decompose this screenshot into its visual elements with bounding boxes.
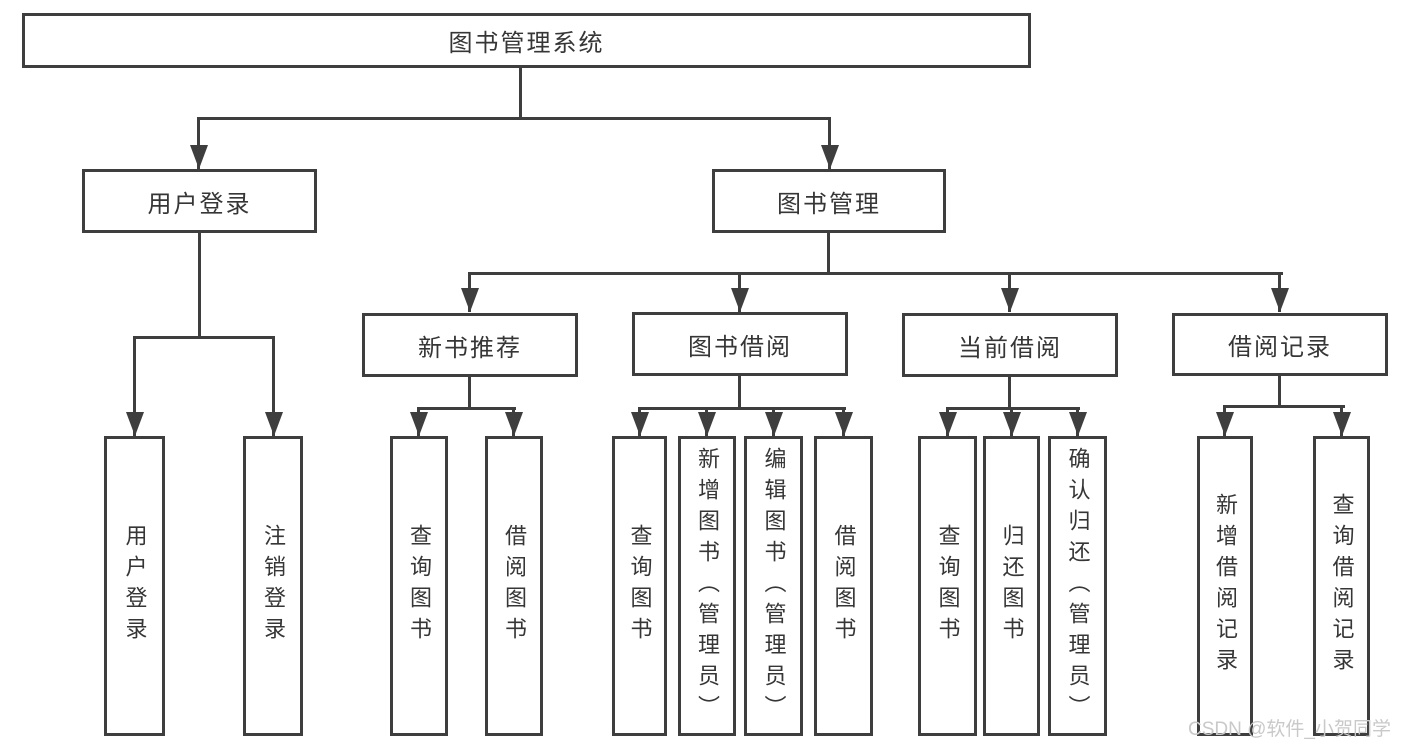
leaf-label: 归还图书	[999, 524, 1025, 648]
arrow-down-icon	[1010, 407, 1013, 436]
arrow-down-icon	[738, 272, 741, 312]
leaf-label: 查询借阅记录	[1329, 493, 1355, 679]
connector-root-stem	[519, 68, 522, 117]
leaf-label: 注销登录	[261, 524, 286, 648]
leaf-label: 查询图书	[407, 524, 432, 648]
arrow-down-icon	[705, 407, 708, 436]
leaf-label: 借阅图书	[502, 524, 527, 648]
leaf-return-books: 归还图书	[983, 436, 1040, 736]
node-current-borrowing: 当前借阅	[902, 313, 1118, 377]
node-borrowing-records: 借阅记录	[1172, 313, 1388, 376]
connector-branch	[638, 407, 846, 410]
leaf-label: 确认归还（管理员）	[1065, 446, 1091, 726]
arrow-down-icon	[1340, 405, 1343, 436]
connector-stem	[1278, 376, 1281, 408]
arrow-down-icon	[133, 336, 136, 436]
watermark: CSDN @软件_小贺同学	[1188, 719, 1391, 740]
leaf-add-books-admin: 新增图书（管理员）	[678, 436, 736, 736]
leaf-query-books: 查询图书	[612, 436, 667, 736]
connector-stem	[468, 377, 471, 410]
leaf-logout: 注销登录	[243, 436, 303, 736]
leaf-label: 用户登录	[122, 524, 148, 648]
arrow-down-icon	[417, 407, 420, 436]
arrow-down-icon	[946, 407, 949, 436]
arrow-down-icon	[1278, 272, 1281, 312]
arrow-down-icon	[197, 117, 200, 169]
leaf-label: 新增图书（管理员）	[695, 446, 720, 726]
connector-root-branch	[197, 117, 831, 120]
leaf-query-borrow-record: 查询借阅记录	[1313, 436, 1370, 736]
node-book-management: 图书管理	[712, 169, 946, 233]
node-user-login: 用户登录	[82, 169, 317, 233]
connector-branch	[1223, 405, 1345, 408]
node-new-book-recommendation: 新书推荐	[362, 313, 578, 377]
arrow-down-icon	[638, 407, 641, 436]
node-library-management-system: 图书管理系统	[22, 13, 1031, 68]
arrow-down-icon	[1223, 405, 1226, 436]
arrow-down-icon	[1076, 407, 1079, 436]
connector-stem	[1008, 377, 1011, 410]
leaf-label: 查询图书	[627, 524, 653, 648]
leaf-borrow-books: 借阅图书	[814, 436, 873, 736]
connector-user-login-stem	[198, 233, 201, 339]
leaf-borrow-books: 借阅图书	[485, 436, 543, 736]
leaf-label: 编辑图书（管理员）	[761, 446, 787, 726]
node-book-borrowing: 图书借阅	[632, 312, 848, 376]
arrow-down-icon	[468, 272, 471, 312]
arrow-down-icon	[842, 407, 845, 436]
arrow-down-icon	[512, 407, 515, 436]
leaf-label: 查询图书	[935, 524, 961, 648]
leaf-label: 新增借阅记录	[1213, 493, 1238, 679]
leaf-query-books: 查询图书	[918, 436, 977, 736]
connector-branch	[946, 407, 1080, 410]
leaf-edit-books-admin: 编辑图书（管理员）	[744, 436, 803, 736]
leaf-label: 借阅图书	[831, 524, 857, 648]
connector-book-mgmt-branch	[468, 272, 1283, 275]
connector-user-login-branch	[133, 336, 275, 339]
leaf-user-login: 用户登录	[104, 436, 165, 736]
leaf-add-borrow-record: 新增借阅记录	[1197, 436, 1253, 736]
leaf-confirm-return-admin: 确认归还（管理员）	[1048, 436, 1107, 736]
connector-stem	[738, 376, 741, 410]
arrow-down-icon	[772, 407, 775, 436]
connector-branch	[417, 407, 516, 410]
leaf-query-books: 查询图书	[390, 436, 448, 736]
arrow-down-icon	[272, 336, 275, 436]
arrow-down-icon	[1008, 272, 1011, 312]
arrow-down-icon	[828, 117, 831, 169]
connector-book-mgmt-stem	[827, 233, 830, 275]
